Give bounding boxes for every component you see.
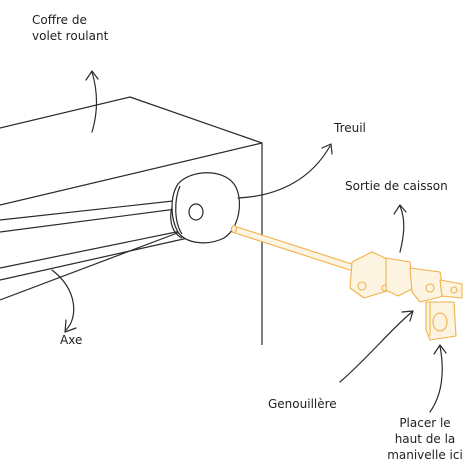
label-treuil-text: Treuil <box>334 121 366 135</box>
label-genouillere-text: Genouillère <box>268 397 337 411</box>
label-sortie-text: Sortie de caisson <box>345 179 448 193</box>
label-placer-line-2: haut de la <box>394 432 456 446</box>
axle <box>0 199 189 281</box>
arrowhead-sortie <box>393 204 407 215</box>
winch <box>171 172 241 244</box>
arrowhead-treuil <box>321 143 333 155</box>
pointer-arrows <box>51 70 447 413</box>
arrowhead-axe <box>64 319 77 333</box>
label-coffre-line-2: volet roulant <box>32 29 109 43</box>
label-placer-line-1: Placer le <box>399 416 451 430</box>
winch-body <box>171 172 241 244</box>
crank-socket-hole <box>432 312 448 332</box>
box-front-top <box>0 142 263 206</box>
crank-rod <box>230 224 359 273</box>
winch-hole <box>188 203 204 221</box>
label-genouillere: Genouillère <box>268 396 337 412</box>
label-sortie-de-caisson: Sortie de caisson <box>345 178 448 194</box>
label-coffre: Coffre de volet roulant <box>32 12 108 44</box>
rod-end-cap <box>230 224 238 234</box>
rod-shaft <box>231 225 359 273</box>
axle-body <box>0 199 189 281</box>
arrowhead-coffre <box>85 70 99 81</box>
axle-inner-bottom <box>0 229 187 269</box>
label-placer-manivelle: Placer le haut de la manivelle ici <box>386 415 464 463</box>
arrow-treuil <box>237 145 331 199</box>
winch-rim <box>175 185 183 235</box>
arrowhead-genouillere <box>401 310 414 322</box>
box-top-edge <box>0 96 263 345</box>
axle-inner-top <box>0 207 185 233</box>
joint-pin <box>425 283 435 293</box>
label-coffre-line-1: Coffre de <box>32 13 87 27</box>
label-axe: Axe <box>60 332 82 348</box>
arrow-sortie <box>399 205 405 253</box>
label-treuil: Treuil <box>334 120 366 136</box>
label-axe-text: Axe <box>60 333 83 347</box>
outlet-screw <box>357 281 367 291</box>
joint-block-1 <box>385 257 415 297</box>
arrowhead-placer <box>433 344 447 355</box>
arrow-axe <box>51 269 75 331</box>
box-front-bottom <box>0 231 181 301</box>
arrow-placer <box>429 345 443 413</box>
arrow-genouillere <box>339 311 413 383</box>
label-placer-line-3: manivelle ici <box>387 448 463 462</box>
universal-joint <box>349 251 463 341</box>
arrow-coffre <box>91 71 98 133</box>
joint-crossbar-pin <box>450 286 458 294</box>
shutter-box <box>0 96 263 345</box>
